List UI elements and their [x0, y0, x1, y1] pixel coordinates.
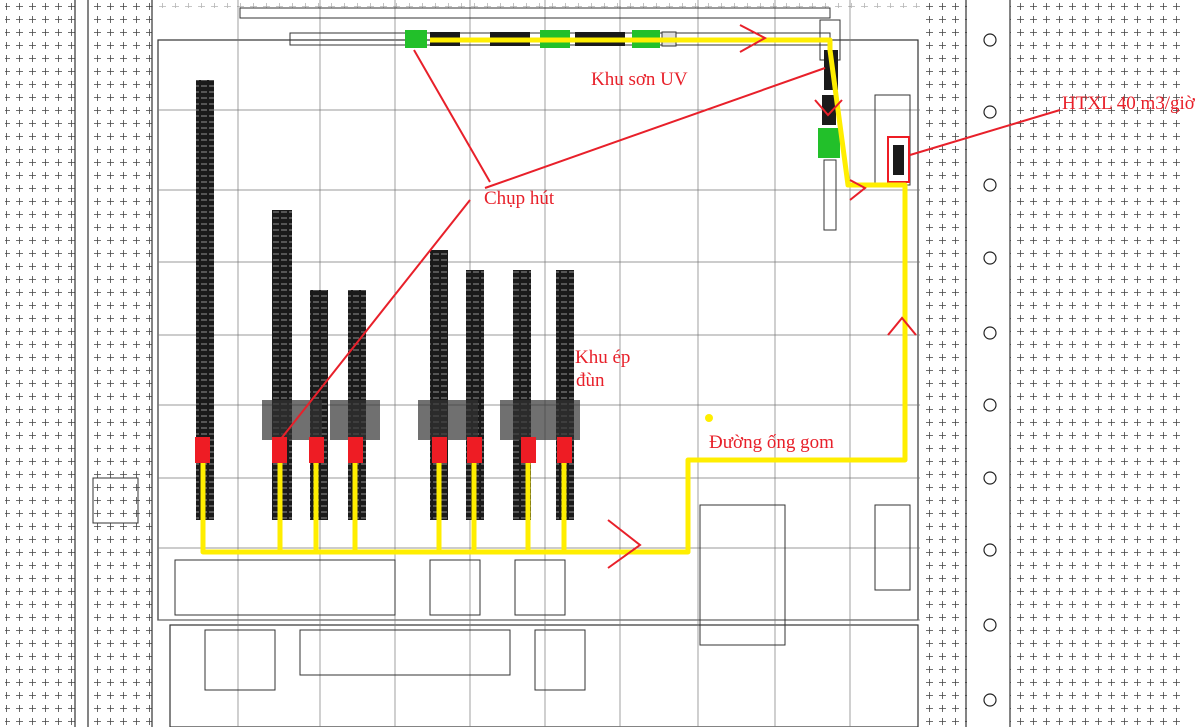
collection-pipe-network [200, 37, 908, 555]
wastewater-treatment-unit [874, 94, 911, 186]
column-marker-icon [983, 33, 997, 707]
pipe-marker [705, 414, 713, 422]
annotation-leaders [279, 49, 1061, 441]
collection-pipe-label: Đường ống gom [709, 432, 834, 453]
wastewater-system-label: HTXL 40 m3/giờ [1062, 93, 1195, 114]
site-boundary-hatch [5, 0, 1183, 727]
extrusion-area-label-line2: đùn [576, 370, 605, 391]
lower-equipment [92, 477, 911, 691]
extrusion-area-label-line1: Khu ép [575, 347, 631, 368]
uv-paint-area-label: Khu sơn UV [591, 69, 688, 90]
suction-hood-label: Chụp hút [484, 188, 555, 209]
suction-hoods [195, 437, 572, 463]
building-walls [74, 0, 1011, 727]
flow-arrow-icon [607, 24, 917, 569]
